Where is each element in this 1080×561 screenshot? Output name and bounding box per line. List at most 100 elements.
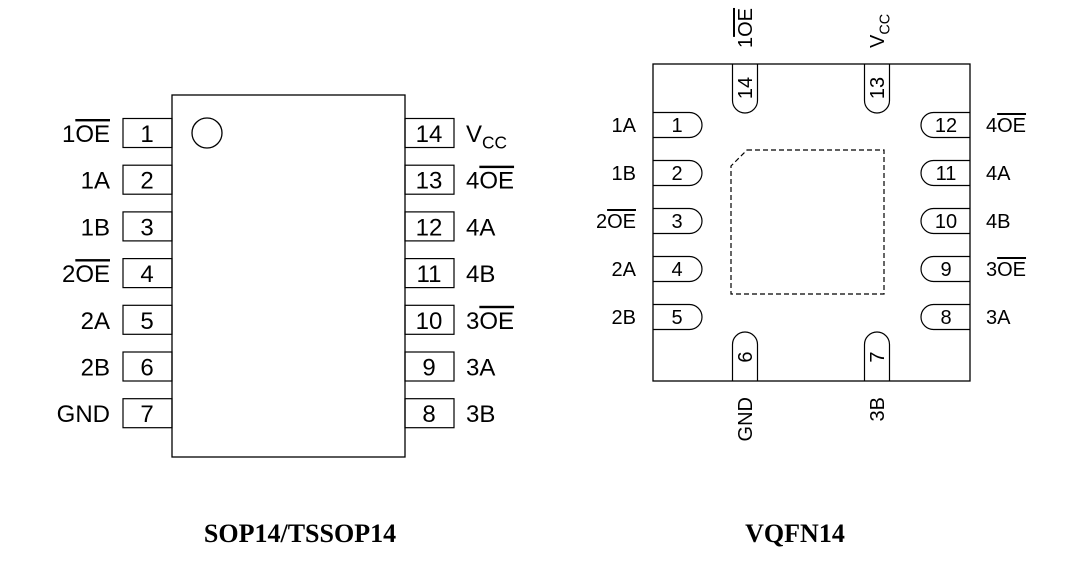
pin-number: 7 <box>140 401 153 428</box>
signal-text: 1B <box>81 214 110 241</box>
vqfn-pin-1: 11A <box>612 111 703 139</box>
pin-signal-label: 2OE <box>62 261 110 288</box>
pin-signal-label: 3OE <box>466 308 514 335</box>
sop-pin-2: 21A <box>81 164 173 195</box>
svg-text:2B: 2B <box>81 355 110 382</box>
pin-pad <box>122 117 173 149</box>
signal-text: 1B <box>612 163 636 185</box>
pin-pad <box>122 258 173 289</box>
signal-active-low: OE <box>479 168 514 195</box>
vqfn14-body <box>652 63 971 382</box>
svg-text:3OE: 3OE <box>986 259 1026 281</box>
pin-signal-label: 1A <box>81 168 110 195</box>
vqfn-pin-5: 52B <box>612 303 703 331</box>
pin-signal-label: 3A <box>986 307 1011 329</box>
pin-signal-label: GND <box>735 397 757 441</box>
signal-active-low: OE <box>479 308 514 335</box>
signal-text: 4 <box>986 115 997 137</box>
sop14-body <box>171 94 406 458</box>
pin-number: 6 <box>140 355 153 382</box>
pin-signal-label: VCC <box>466 121 507 153</box>
vqfn-pin-10: 10 4B <box>920 207 1010 235</box>
pin-signal-label: 3B <box>867 397 889 421</box>
pin-pad <box>920 159 970 187</box>
signal-text: 3A <box>986 307 1011 329</box>
signal-text: 4A <box>466 214 495 241</box>
svg-text:4B: 4B <box>986 211 1010 233</box>
pin1-marker <box>191 117 223 149</box>
svg-text:VCC: VCC <box>466 121 507 153</box>
pin-signal-label: 4A <box>986 163 1011 185</box>
pin-signal-label: 4OE <box>466 168 514 195</box>
signal-text: 2B <box>612 307 636 329</box>
signal-text: 1 <box>735 37 757 48</box>
sop14-title: SOP14/TSSOP14 <box>204 519 396 548</box>
pin-pad <box>122 211 173 242</box>
svg-text:2OE: 2OE <box>62 261 110 288</box>
pin-number: 7 <box>867 351 889 362</box>
pin-number: 11 <box>417 261 442 288</box>
vqfn-pin-2: 21B <box>612 159 703 187</box>
vqfn-pin-4: 42A <box>612 255 703 283</box>
sop-pin-7: 7 GND <box>57 398 173 429</box>
signal-text: 2 <box>596 211 607 233</box>
pin-signal-label: 2OE <box>596 211 636 233</box>
svg-text:2A: 2A <box>81 308 110 335</box>
svg-text:1B: 1B <box>81 214 110 241</box>
pin-number: 12 <box>416 214 443 241</box>
pin-pad <box>863 331 891 381</box>
sop-pin-12: 12 4A <box>404 211 495 242</box>
svg-text:1OE: 1OE <box>735 8 757 48</box>
signal-text: 3 <box>466 308 479 335</box>
pin-pad <box>404 164 455 195</box>
pin-signal-label: 1OE <box>735 8 757 48</box>
sop-pin-3: 31B <box>81 211 173 242</box>
signal-text: 2B <box>81 355 110 382</box>
pin-pad <box>863 64 891 114</box>
pin-number: 9 <box>940 259 951 281</box>
pin-signal-label: 2A <box>81 308 110 335</box>
pin-pad <box>653 303 703 331</box>
pin-pad <box>920 207 970 235</box>
signal-text: 4 <box>466 168 479 195</box>
signal-active-low: OE <box>735 8 757 37</box>
svg-text:4A: 4A <box>986 163 1011 185</box>
pin-pad <box>404 211 455 242</box>
vqfn14-title: VQFN14 <box>745 519 845 548</box>
pin-pad <box>920 303 970 331</box>
pin-signal-label: 1B <box>612 163 636 185</box>
pin-number: 14 <box>416 121 443 148</box>
vqfn-pin-9: 9 3OE <box>920 255 1026 283</box>
pin-number: 10 <box>935 211 957 233</box>
svg-text:3B: 3B <box>867 397 889 421</box>
svg-text:4OE: 4OE <box>986 115 1026 137</box>
pin-signal-label: 4OE <box>986 115 1026 137</box>
signal-active-low: OE <box>607 211 636 233</box>
svg-text:1B: 1B <box>612 163 636 185</box>
pin-number: 13 <box>416 168 443 195</box>
sop-pin-14: 14 VCC <box>404 117 507 153</box>
pin-signal-label: 2A <box>612 259 637 281</box>
signal-text: V <box>867 34 889 48</box>
svg-text:3OE: 3OE <box>466 308 514 335</box>
svg-text:3A: 3A <box>466 355 495 382</box>
svg-text:GND: GND <box>57 401 110 428</box>
signal-text: 2A <box>81 308 110 335</box>
pin-pad <box>404 117 455 149</box>
pin-signal-label: 4A <box>466 214 495 241</box>
pin-signal-label: GND <box>57 401 110 428</box>
sop-pin-5: 52A <box>81 304 173 335</box>
pin-number: 13 <box>867 77 889 99</box>
svg-text:2A: 2A <box>612 259 637 281</box>
pin-signal-label: 1A <box>612 115 637 137</box>
signal-text: 1 <box>62 121 75 148</box>
signal-text: GND <box>735 397 757 441</box>
